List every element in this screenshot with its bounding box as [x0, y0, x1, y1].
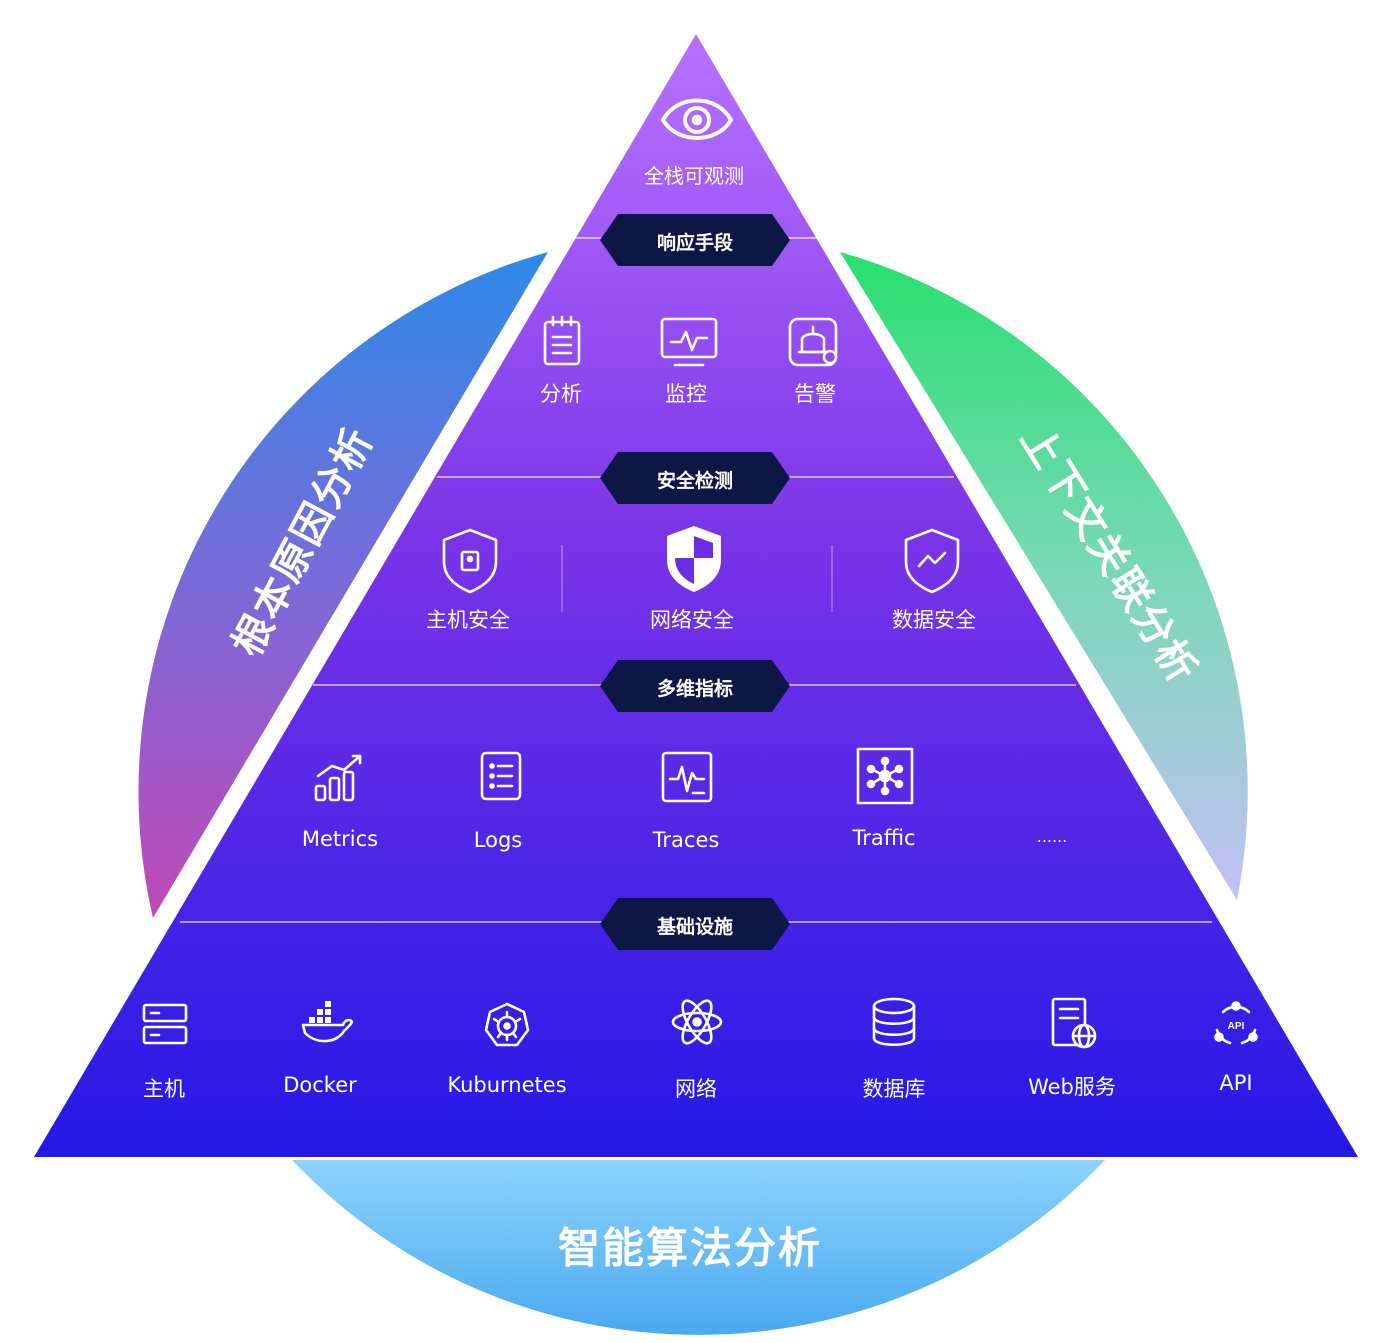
layer-title-metrics: 多维指标 [656, 678, 734, 700]
clipboard-icon [543, 315, 581, 366]
apex-title: 全栈可观测 [644, 164, 744, 188]
pyramid [34, 34, 1358, 1157]
shield-quartered-icon [667, 526, 721, 592]
shield-chart-icon [904, 528, 960, 594]
bottom-arc-title: 智能算法分析 [557, 1223, 823, 1273]
item-label-web-service: Web服务 [1028, 1075, 1116, 1099]
item-label-database: 数据库 [862, 1077, 926, 1101]
database-icon [872, 997, 916, 1047]
item-label-host: 主机 [143, 1077, 185, 1101]
svg-text:API: API [1228, 1021, 1245, 1032]
item-label-alerting: 告警 [794, 382, 836, 406]
item-label-traffic: Traffic [852, 826, 916, 850]
layer-title-security: 安全检测 [656, 470, 734, 492]
item-label-logs: Logs [473, 828, 523, 852]
item-label-data-security: 数据安全 [892, 608, 976, 632]
left-arc-segment [138, 252, 548, 918]
layer-pill [600, 898, 790, 950]
api-icon: API [1214, 1001, 1258, 1045]
list-icon [480, 751, 522, 801]
item-label-metrics: Metrics [301, 827, 379, 851]
eye-logo-icon [661, 98, 733, 140]
item-label-analysis: 分析 [540, 382, 582, 406]
item-label-api: API [1219, 1071, 1253, 1095]
layer-title-infrastructure: 基础设施 [656, 916, 734, 938]
monitor-icon [660, 317, 718, 367]
item-label-docker: Docker [283, 1073, 357, 1097]
kubernetes-wheel-icon [484, 1002, 530, 1047]
item-label-kubernetes: Kuburnetes [447, 1073, 567, 1097]
layer-title-response: 响应手段 [656, 232, 734, 254]
layer-pill [600, 214, 790, 266]
right-arc-segment [840, 252, 1248, 900]
web-server-icon [1051, 997, 1097, 1049]
docker-whale-icon [301, 1001, 354, 1043]
layer-pill [600, 660, 790, 712]
item-label-network: 网络 [675, 1077, 717, 1101]
atom-icon [671, 999, 723, 1045]
item-label-traces: Traces [652, 828, 720, 852]
item-label-more: ...... [1036, 827, 1068, 846]
waveform-icon [661, 751, 713, 803]
layer-pill [600, 452, 790, 504]
server-icon [142, 1003, 188, 1045]
bottom-arc-segment [292, 1160, 1105, 1335]
bar-chart-icon [314, 754, 362, 802]
item-label-network-security: 网络安全 [650, 608, 734, 632]
item-label-host-security: 主机安全 [426, 608, 510, 632]
alarm-bell-icon [788, 317, 838, 367]
shield-lock-icon [442, 528, 498, 594]
network-node-icon [856, 747, 914, 805]
item-label-monitoring: 监控 [665, 382, 707, 406]
